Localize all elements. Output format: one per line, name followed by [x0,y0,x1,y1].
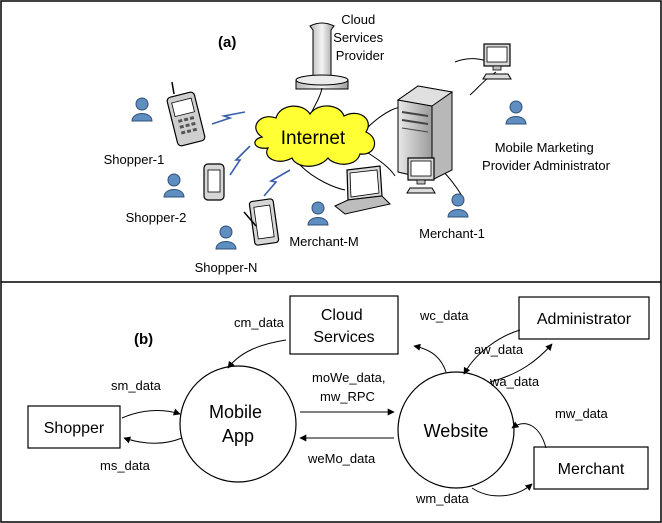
arrow-wc-data [413,343,447,373]
arrow-wm-data [471,483,533,497]
label-sm-data: sm_data [111,378,162,393]
panel-b-label: (b) [134,331,153,348]
arrow-ms-data [123,436,183,444]
shopper-1-label: Shopper-1 [104,152,165,167]
label-wc-data: wc_data [419,308,469,323]
svg-text:Shopper: Shopper [44,420,105,437]
admin-computer-icon [482,43,512,80]
merchant-1-label: Merchant-1 [419,226,485,241]
svg-text:Administrator: Administrator [537,311,632,328]
cloud-services-node: Cloud Services [289,295,399,355]
arrow-wa-data [489,343,553,383]
svg-text:Website: Website [424,421,489,441]
merchant-m-laptop-icon [334,165,391,215]
admin-label: Mobile Marketing Provider Administrator [482,140,611,173]
label-mw-rpc: mw_RPC [320,389,375,404]
shopper-2-phone-icon [203,163,225,201]
shopper-node: Shopper [27,405,121,449]
shopper-1-person-icon [131,97,153,122]
website-node: Website [397,371,515,489]
shopper-1-phone-icon [166,81,206,147]
administrator-node: Administrator [518,296,650,340]
label-mowe-data: moWe_data, [312,370,385,385]
label-ms-data: ms_data [100,458,151,473]
svg-text:Merchant: Merchant [558,461,625,478]
shopper-2-person-icon [163,173,185,198]
internet-cloud: Internet [254,105,376,167]
shopper-n-label: Shopper-N [195,260,258,275]
arrow-mw-data [511,421,547,449]
label-wa-data: wa_data [489,374,540,389]
label-wm-data: wm_data [415,491,470,506]
mobile-app-node: Mobile App [179,365,297,483]
arrow-cm-data [227,339,287,369]
merchant-node: Merchant [533,446,649,490]
shopper-n-person-icon [215,225,237,250]
merchant-1-computer-icon [406,157,436,194]
merchant-1-person-icon [447,193,469,218]
flow-arrows [121,329,553,497]
svg-text:Mobile App: Mobile App [209,402,267,446]
merchant-m-person-icon [307,201,329,226]
label-mw-data: mw_data [555,406,609,421]
label-cm-data: cm_data [234,315,285,330]
wireless-link-icons [211,111,291,197]
label-aw-data: aw_data [474,342,524,357]
panel-a-label: (a) [218,34,236,51]
internet-label: Internet [281,128,346,149]
cloud-server-icon [295,22,349,90]
cloud-provider-label: Cloud Services Provider [333,12,386,63]
label-wemo-data: weMo_data [307,451,376,466]
svg-text:Cloud Services: Cloud Services [313,307,374,346]
shopper-2-label: Shopper-2 [126,210,187,225]
merchant-m-label: Merchant-M [289,234,358,249]
admin-person-icon [505,100,527,125]
arrow-sm-data [121,408,181,419]
shopper-n-tablet-icon [243,198,280,246]
arrow-aw-data [463,329,521,375]
